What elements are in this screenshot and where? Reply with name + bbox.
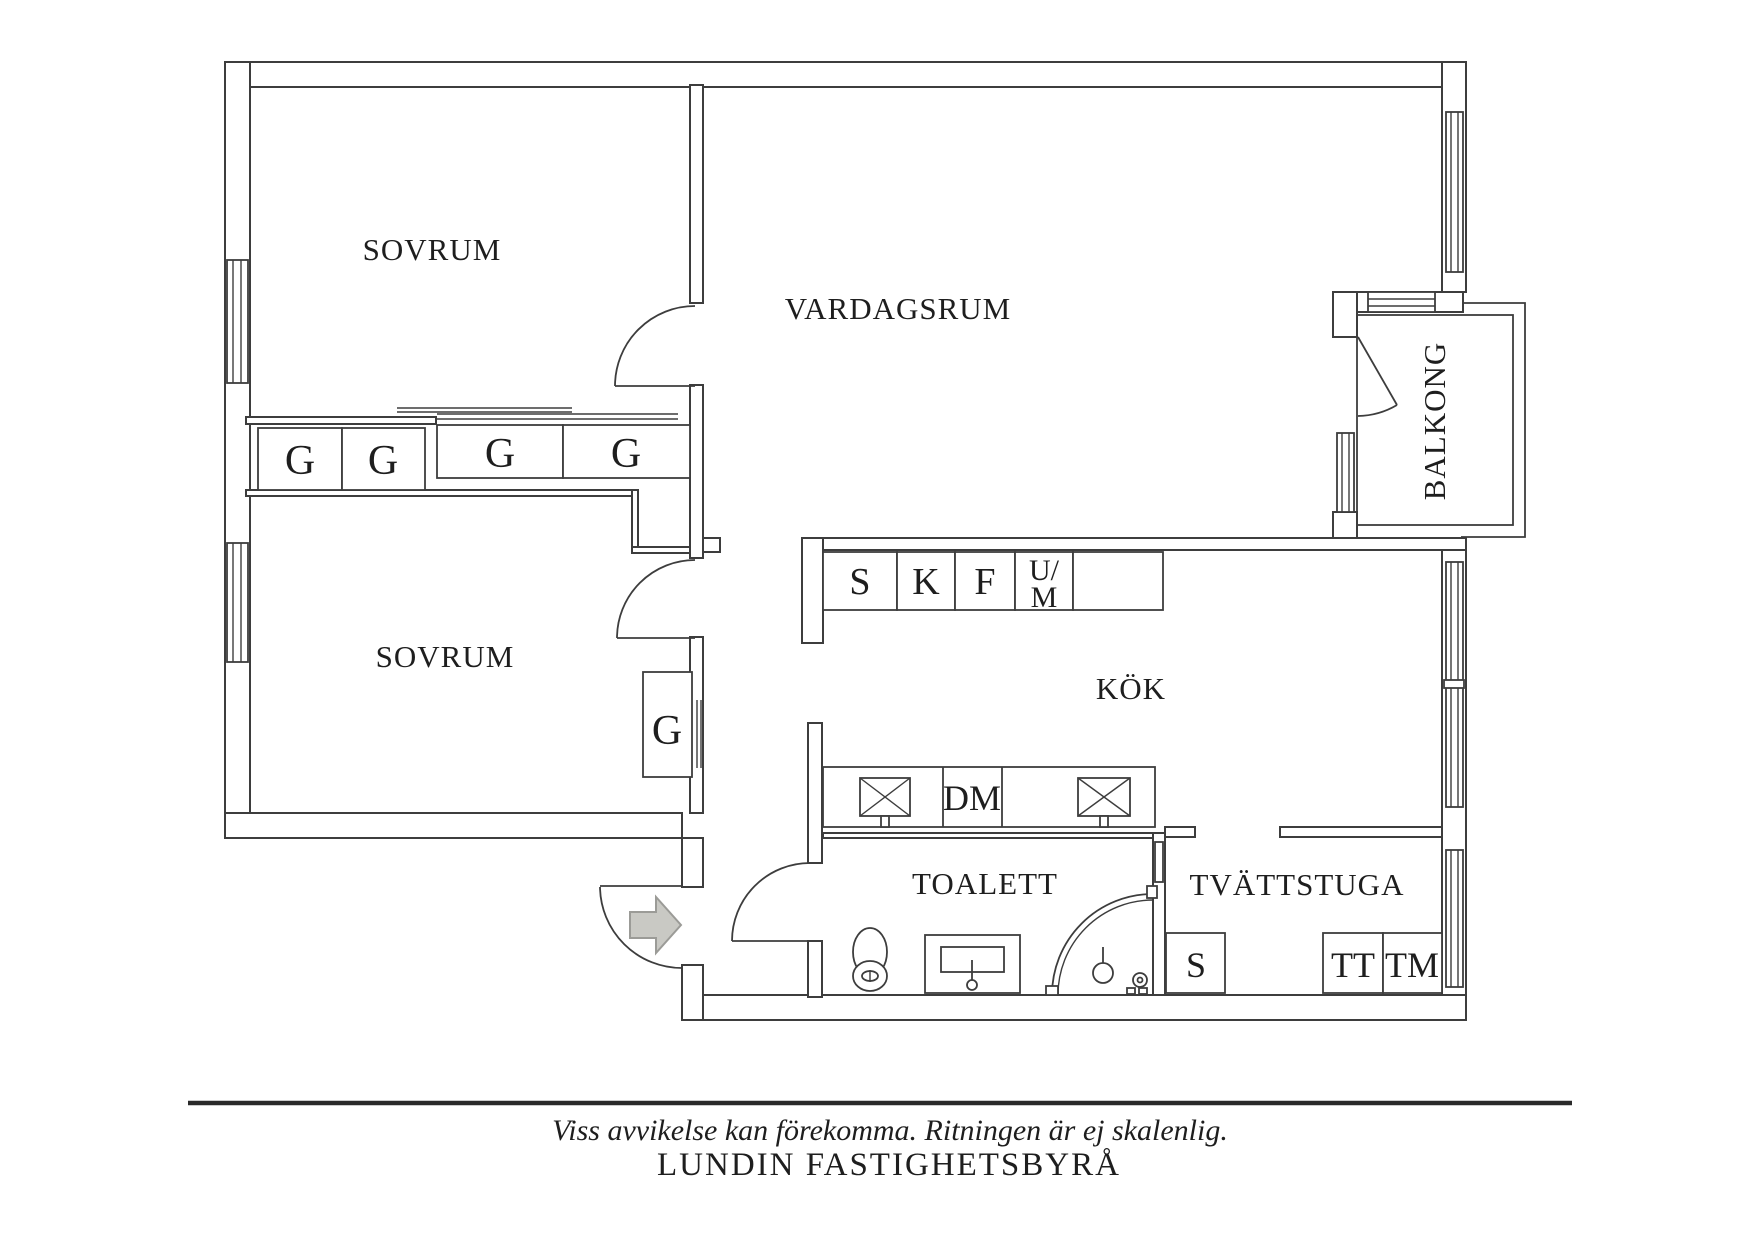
wall-hinge-stub — [702, 537, 721, 553]
wall-kitchen-stub-upper — [801, 537, 824, 644]
cabinet-um — [1014, 551, 1074, 611]
door-balcony — [1357, 336, 1398, 417]
wardrobe-2 — [341, 427, 426, 491]
toilet-fixture — [852, 927, 888, 992]
balcony — [1356, 302, 1526, 538]
balcony-outer-rail — [1461, 302, 1526, 538]
window-laundry-right — [1445, 849, 1464, 988]
wall-bedroom1-closet — [245, 416, 437, 425]
wardrobes — [257, 424, 693, 778]
wall-divider-mid — [689, 384, 704, 559]
label-cabinet-k: K — [912, 561, 940, 603]
label-wardrobe-1: G — [285, 438, 315, 484]
wall-toilet-top — [822, 832, 1154, 839]
door-toilet — [731, 862, 811, 942]
label-wardrobe-4: G — [611, 431, 641, 477]
balcony-inner-rail — [1356, 314, 1514, 526]
wall-top — [224, 61, 1467, 88]
stove-symbol — [859, 777, 911, 828]
wall-vent — [1154, 841, 1164, 883]
door-bedroom-bottom — [616, 559, 696, 639]
label-toilet: TOALETT — [912, 866, 1058, 901]
label-living-room: VARDAGSRUM — [785, 291, 1012, 326]
window-kitchen-right — [1443, 561, 1465, 808]
wardrobe-5 — [642, 671, 693, 778]
washbasin-fixture — [924, 934, 1021, 994]
laundry-sink-box — [1165, 932, 1226, 994]
wall-kitchen-top — [801, 537, 1467, 551]
wall-toilet-left — [807, 940, 823, 998]
window-livingroom-right — [1445, 111, 1464, 273]
label-cabinet-s: S — [849, 561, 870, 603]
wall-bedroom-bottom-outer — [224, 812, 683, 839]
label-wardrobe-2: G — [368, 438, 398, 484]
door-bedroom-top — [614, 305, 696, 387]
wall-bottom — [681, 994, 1467, 1021]
label-washer: TM — [1385, 945, 1439, 985]
kitchen-cabinets — [822, 551, 1164, 828]
doors — [599, 305, 1398, 969]
label-laundry: TVÄTTSTUGA — [1190, 867, 1405, 902]
label-bedroom-bottom: SOVRUM — [376, 639, 515, 674]
wardrobe-4 — [562, 424, 691, 479]
window-balcony-top — [1367, 291, 1436, 313]
wall-balcony-recess-upper — [1332, 291, 1358, 338]
shower-fixture — [1045, 885, 1158, 996]
wall-laundry-top-left — [1164, 826, 1196, 838]
footer: Viss avvikelse kan förekomma. Ritningen … — [188, 1100, 1572, 1183]
label-cabinet-um-top: U/ — [1029, 554, 1060, 587]
dryer-box — [1322, 932, 1384, 994]
label-laundry-sink: S — [1186, 945, 1206, 985]
label-balcony: BALKONG — [1417, 342, 1452, 501]
wall-laundry-top-right — [1279, 826, 1443, 838]
footer-disclaimer: Viss avvikelse kan förekomma. Ritningen … — [552, 1114, 1228, 1147]
wall-divider-upper — [689, 84, 704, 304]
label-kitchen: KÖK — [1096, 671, 1166, 706]
window-balcony-recess — [1336, 432, 1355, 513]
cabinet-empty — [1072, 551, 1164, 611]
laundry-machines — [1165, 932, 1443, 994]
window-bedroom-bottom — [226, 542, 249, 663]
windows — [226, 111, 1465, 988]
cabinet-s — [822, 551, 898, 611]
label-cabinet-f: F — [974, 561, 995, 603]
wall-left — [224, 61, 251, 839]
footer-company: LUNDIN FASTIGHETSBYRÅ — [657, 1146, 1121, 1183]
wall-step-horizontal — [631, 546, 691, 554]
label-dryer: TT — [1331, 945, 1375, 985]
label-cabinet-um-bottom: M — [1031, 581, 1058, 614]
label-bedroom-top: SOVRUM — [363, 232, 502, 267]
label-wardrobe-5: G — [652, 708, 682, 754]
washer-box — [1382, 932, 1443, 994]
wall-kitchen-stub-lower — [807, 722, 823, 864]
wardrobe-3 — [436, 424, 564, 479]
fixture-labels: G G G G G S K F U/ M DM S TT TM — [285, 431, 1439, 985]
label-dishwasher: DM — [943, 778, 1001, 818]
room-labels: SOVRUM VARDAGSRUM SOVRUM KÖK TOALETT TVÄ… — [363, 232, 1452, 902]
entry-arrow-icon — [629, 894, 683, 956]
wall-hall-left-lower — [681, 964, 704, 1021]
wall-hall-left-upper — [681, 837, 704, 888]
label-wardrobe-3: G — [485, 431, 515, 477]
door-entry — [599, 885, 683, 969]
window-bedroom-top — [226, 259, 249, 384]
wall-step-vertical — [631, 489, 639, 554]
sink-symbol — [1077, 777, 1131, 828]
sliding-door-tracks — [397, 407, 702, 768]
